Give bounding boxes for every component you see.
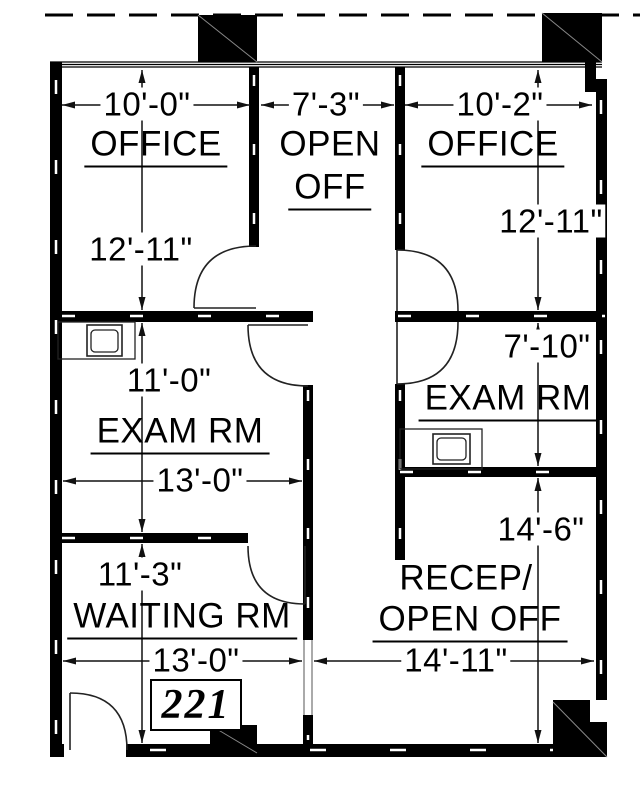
wall-corridor-right-upper [395, 67, 405, 250]
door-waiting-room [247, 545, 306, 605]
wall-waiting-right-upper [303, 543, 313, 640]
opening-waiting-reception [303, 640, 313, 715]
wall-waiting-top [57, 533, 248, 543]
dim-reception-width: 14'-11" [401, 643, 511, 677]
dim-office-left-width: 10'-0" [100, 87, 194, 121]
room-label-open-office-line2: OFF [288, 170, 372, 211]
wall-mid-right [395, 311, 607, 322]
room-label-exam-right: EXAM RM [418, 381, 598, 422]
wall-bottom [126, 744, 607, 757]
sink-counter-right [399, 428, 483, 470]
door-entry [69, 692, 128, 751]
door-exam-left [247, 324, 309, 387]
dim-waiting-width: 13'-0" [149, 643, 243, 677]
dim-office-right-width: 10'-2" [453, 87, 547, 121]
room-label-reception-line1: RECEP/ [399, 558, 533, 598]
doors [69, 245, 459, 751]
dim-open-office-width: 7'-3" [288, 87, 364, 121]
room-label-exam-left: EXAM RM [90, 414, 270, 455]
wall-right-top [585, 62, 596, 87]
room-label-open-office-line1: OPEN [279, 124, 381, 164]
wall-bottom-left-stub [50, 744, 64, 757]
dim-reception-depth: 14'-6" [494, 512, 588, 546]
sink-left [86, 324, 123, 357]
dim-office-right-depth: 12'-11" [496, 204, 606, 238]
door-office-right [396, 249, 459, 312]
wall-exam-right-bottom [395, 467, 607, 477]
sinks [57, 321, 483, 470]
room-label-office-left: OFFICE [84, 127, 228, 168]
dim-exam-left-depth: 11'-0" [123, 363, 215, 397]
door-exam-right [396, 321, 459, 385]
room-label-office-right: OFFICE [421, 127, 565, 168]
door-office-left [193, 245, 257, 309]
sink-counter-left [57, 321, 136, 360]
dim-waiting-depth: 11'-3" [94, 557, 186, 591]
suite-number: 221 [161, 682, 231, 728]
wall-waiting-right-lower [303, 715, 313, 744]
dim-exam-right-depth: 7'-10" [500, 329, 594, 363]
wall-centerline-dashes [54, 75, 605, 752]
window-wall-lines [50, 61, 602, 68]
column-bottom-right-notch [590, 700, 607, 722]
dim-exam-left-width: 13'-0" [153, 463, 247, 497]
sink-right [432, 433, 471, 465]
room-label-reception-line2: OPEN OFF [372, 602, 568, 643]
room-label-waiting: WAITING RM [67, 599, 297, 640]
wall-mid-left [57, 311, 313, 322]
dim-office-left-depth: 12'-11" [86, 232, 196, 266]
suite-number-tag: 221 [150, 679, 242, 731]
wall-corridor-left [249, 67, 259, 247]
